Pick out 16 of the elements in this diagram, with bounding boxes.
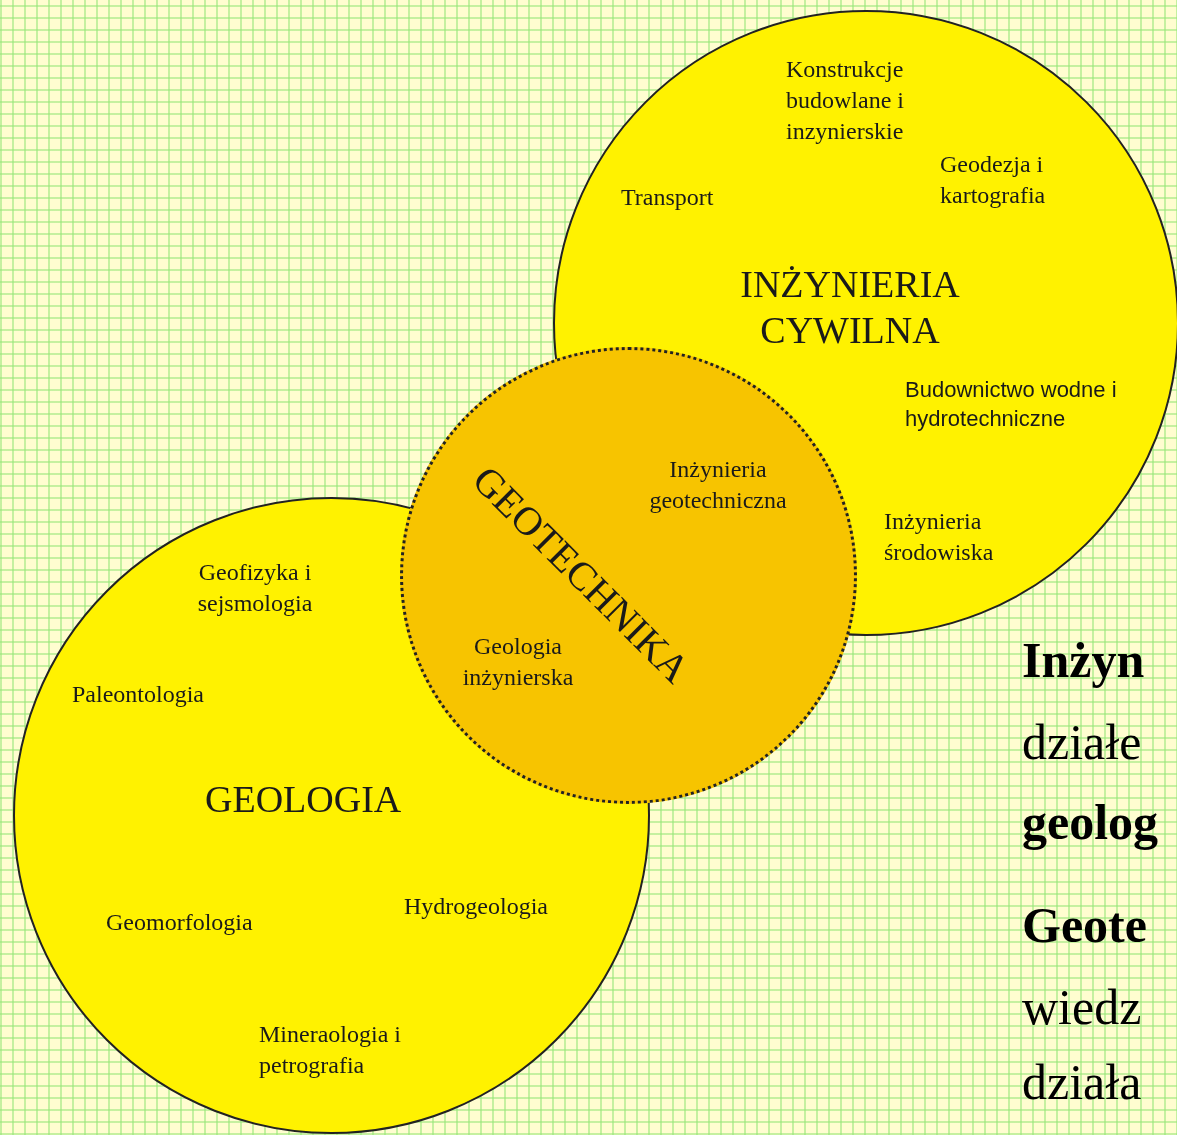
topic-label: Mineraologia i petrografia [259,1020,402,1081]
paragraph-text: działe [1022,717,1142,767]
topic-label: Konstrukcje budowlane i inzynierskie [786,55,905,147]
paragraph-text: działa [1022,1057,1142,1107]
circle-heading: INŻYNIERIA CYWILNA [739,262,961,353]
topic-label: Hydrogeologia [404,892,548,921]
topic-label: Geodezja i kartografia [940,150,1047,211]
topic-label: Transport [621,183,714,212]
topic-label: Paleontologia [72,680,204,709]
paragraph-text: Geote [1022,900,1147,950]
paragraph-text: wiedz [1022,982,1142,1032]
topic-label: Inżynieria środowiska [884,507,995,568]
topic-label: Geomorfologia [106,908,253,937]
circle-heading: GEOLOGIA [205,777,402,822]
topic-label: Budownictwo wodne i hydrotechniczne [905,376,1118,433]
topic-label: Geofizyka i sejsmologia [196,558,314,619]
